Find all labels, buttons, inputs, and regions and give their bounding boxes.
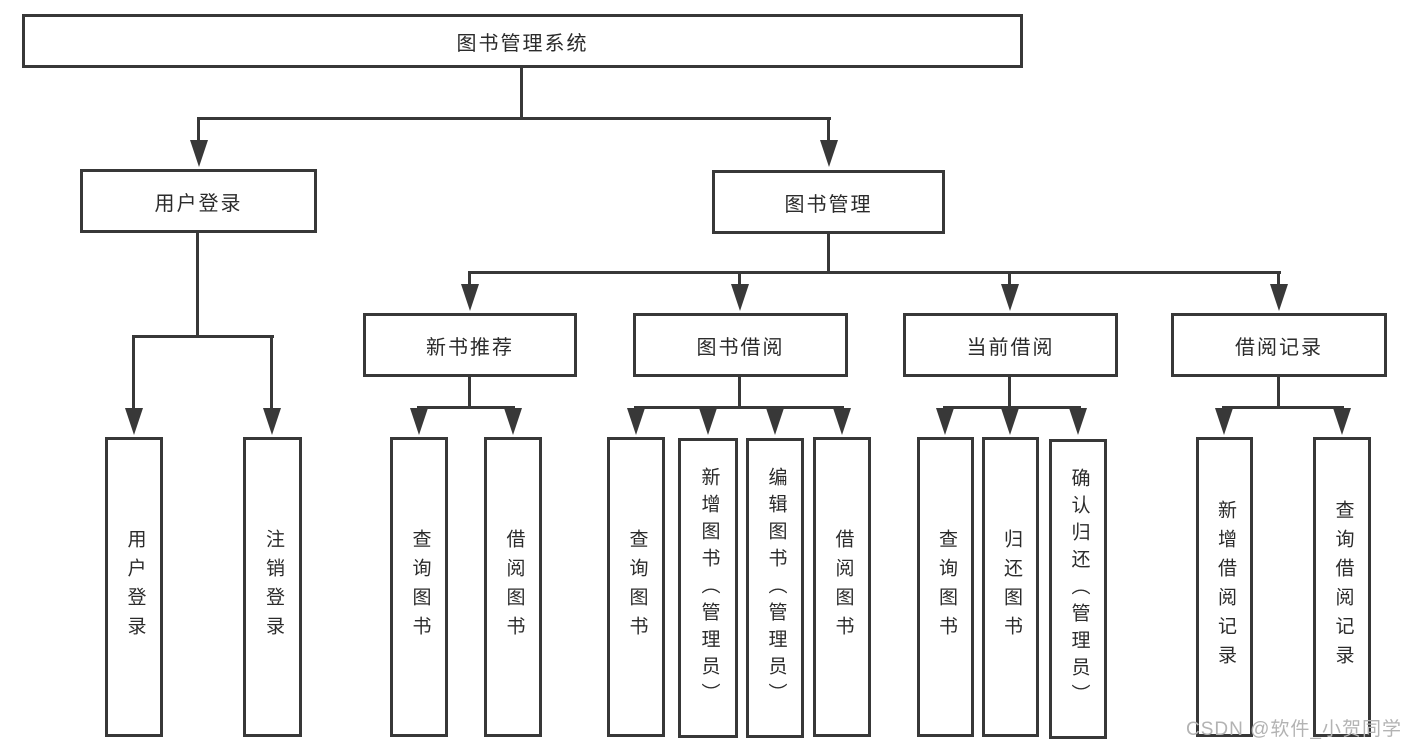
connector-user-login-rail	[132, 335, 274, 338]
node-label: 新书推荐	[426, 336, 514, 359]
node-label: 查询图书	[409, 529, 431, 645]
connector-drop-book-management	[827, 117, 830, 144]
arrowhead-records	[1270, 284, 1288, 311]
connector-drop-borrowing	[738, 271, 741, 287]
arrowhead-borrowing	[731, 284, 749, 311]
connector-recommend-rail	[417, 406, 515, 409]
connector-borrowing-rail	[634, 406, 844, 409]
connector-drop-leaf-user-login	[132, 335, 135, 411]
node-book-management: 图书管理	[712, 170, 945, 234]
connector-drop-records	[1277, 271, 1280, 287]
connector-book-mgmt-stem	[827, 234, 830, 274]
node-label: 图书管理系统	[456, 32, 589, 55]
leaf-query-books-recommend: 查询图书	[390, 437, 448, 737]
connector-root-stem	[520, 68, 523, 117]
node-label: 查询借阅记录	[1332, 500, 1354, 674]
node-borrowing-records: 借阅记录	[1171, 313, 1387, 377]
connector-current-stem	[1008, 377, 1011, 409]
node-label: 借阅记录	[1235, 336, 1323, 359]
leaf-logout: 注销登录	[243, 437, 302, 737]
connector-drop-current	[1008, 271, 1011, 287]
node-label: 新增图书（管理员）	[698, 466, 720, 710]
connector-book-mgmt-rail	[468, 271, 1281, 274]
arrowhead-query-borrow-record	[1333, 408, 1351, 435]
node-book-borrowing: 图书借阅	[633, 313, 848, 377]
node-label: 查询图书	[626, 529, 648, 645]
arrowhead-edit-book-admin	[766, 408, 784, 435]
connector-user-login-stem	[196, 233, 199, 338]
arrowhead-borrow-books-borrowing	[833, 408, 851, 435]
connector-recommend-stem	[468, 377, 471, 409]
connector-current-rail	[943, 406, 1081, 409]
node-label: 用户登录	[124, 529, 146, 645]
arrowhead-query-books-recommend	[410, 408, 428, 435]
node-library-system: 图书管理系统	[22, 14, 1023, 68]
node-user-login: 用户登录	[80, 169, 317, 233]
leaf-borrow-books-borrowing: 借阅图书	[813, 437, 871, 737]
node-label: 借阅图书	[832, 529, 854, 645]
leaf-user-login: 用户登录	[105, 437, 163, 737]
node-label: 图书管理	[784, 193, 873, 216]
arrowhead-query-books-borrowing	[627, 408, 645, 435]
connector-root-rail	[197, 117, 831, 120]
arrowhead-query-books-current	[936, 408, 954, 435]
arrowhead-book-management	[820, 140, 838, 167]
connector-drop-leaf-logout	[270, 335, 273, 411]
node-label: 确认归还（管理员）	[1068, 467, 1090, 711]
leaf-add-borrow-record: 新增借阅记录	[1196, 437, 1253, 737]
arrowhead-return-books	[1001, 408, 1019, 435]
connector-borrowing-stem	[738, 377, 741, 409]
leaf-query-books-current: 查询图书	[917, 437, 974, 737]
arrowhead-leaf-user-login	[125, 408, 143, 435]
csdn-watermark: CSDN @软件_小贺同学	[1186, 719, 1402, 740]
node-label: 归还图书	[1000, 529, 1022, 645]
node-label: 当前借阅	[966, 336, 1055, 359]
node-current-borrowing: 当前借阅	[903, 313, 1118, 377]
arrowhead-add-borrow-record	[1215, 408, 1233, 435]
arrowhead-current	[1001, 284, 1019, 311]
arrowhead-borrow-books-recommend	[504, 408, 522, 435]
node-label: 新增借阅记录	[1214, 500, 1236, 674]
node-label: 借阅图书	[503, 529, 525, 645]
leaf-edit-book-admin: 编辑图书（管理员）	[746, 438, 804, 738]
leaf-return-books: 归还图书	[982, 437, 1039, 737]
node-label: 编辑图书（管理员）	[765, 466, 787, 710]
node-label: 查询图书	[935, 529, 957, 645]
leaf-query-borrow-record: 查询借阅记录	[1313, 437, 1371, 737]
node-label: 用户登录	[154, 192, 243, 215]
leaf-confirm-return-admin: 确认归还（管理员）	[1049, 439, 1107, 739]
leaf-query-books-borrowing: 查询图书	[607, 437, 665, 737]
arrowhead-recommend	[461, 284, 479, 311]
leaf-borrow-books-recommend: 借阅图书	[484, 437, 542, 737]
arrowhead-user-login	[190, 140, 208, 167]
node-label: 图书借阅	[696, 336, 785, 359]
connector-records-stem	[1277, 377, 1280, 409]
leaf-add-book-admin: 新增图书（管理员）	[678, 438, 738, 738]
node-new-book-recommendation: 新书推荐	[363, 313, 577, 377]
connector-records-rail	[1222, 406, 1344, 409]
arrowhead-add-book-admin	[699, 408, 717, 435]
connector-drop-recommend	[468, 271, 471, 287]
connector-drop-user-login	[197, 117, 200, 144]
arrowhead-confirm-return-admin	[1069, 408, 1087, 435]
node-label: 注销登录	[262, 529, 284, 645]
arrowhead-leaf-logout	[263, 408, 281, 435]
